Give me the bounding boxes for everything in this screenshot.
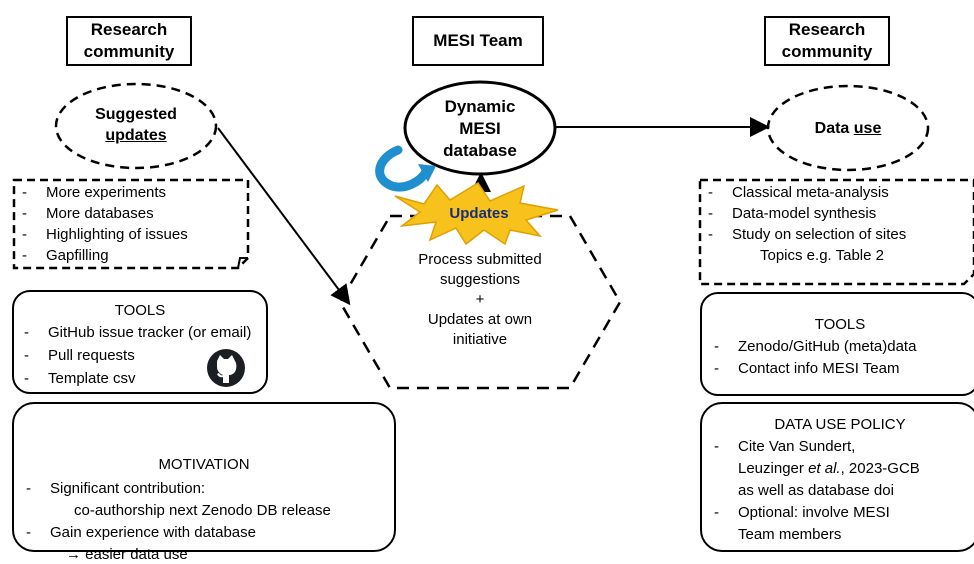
- list-item: -Zenodo/GitHub (meta)data: [714, 338, 917, 355]
- database-line3: database: [443, 141, 517, 160]
- list-item: -Gain experience with database: [26, 524, 256, 541]
- list-item: -Cite Van Sundert,: [714, 438, 856, 455]
- cycle-arrow: [375, 145, 431, 192]
- updates-label: Updates: [449, 205, 508, 222]
- list-item: -More databases: [22, 205, 154, 222]
- database-text: Dynamic MESI database: [420, 96, 540, 162]
- center-header-label: MESI Team: [433, 31, 523, 50]
- list-item: -More experiments: [22, 184, 167, 201]
- list-item: -Data-model synthesis: [708, 205, 877, 222]
- updates-word: updates: [105, 127, 167, 144]
- motivation-subline-2: → easier data use: [66, 546, 188, 563]
- list-item: -Gapfilling: [22, 247, 109, 264]
- policy-doi-line: as well as database doi: [738, 482, 894, 499]
- right-tools-box: TOOLS -Zenodo/GitHub (meta)data -Contact…: [700, 292, 974, 396]
- process-line2: suggestions: [439, 271, 521, 288]
- right-list-box: [698, 178, 974, 286]
- motivation-title: MOTIVATION: [158, 456, 250, 473]
- right-tools-title: TOOLS: [814, 316, 866, 333]
- list-item: -Contact info MESI Team: [714, 360, 900, 377]
- policy-box: DATA USE POLICY -Cite Van Sundert, Leuzi…: [700, 402, 974, 552]
- process-line1: Process submitted: [418, 251, 542, 268]
- left-header-box: Research community: [66, 16, 192, 66]
- list-item: -Template csv: [24, 370, 136, 387]
- list-subitem: Topics e.g. Table 2: [760, 247, 884, 264]
- data-use-text: Data use: [778, 118, 918, 139]
- diagram-canvas: Updates: [12, 80, 974, 390]
- list-item: -Study on selection of sites: [708, 226, 907, 243]
- right-header-box: Research community: [764, 16, 890, 66]
- list-item: -Optional: involve MESI: [714, 504, 890, 521]
- left-header-line1: Research: [90, 20, 168, 39]
- github-icon: [207, 349, 245, 387]
- left-tools-box: TOOLS -GitHub issue tracker (or email) -…: [12, 290, 268, 394]
- right-header-line1: Research: [788, 20, 866, 39]
- list-item: -Highlighting of issues: [22, 226, 188, 243]
- motivation-box: MOTIVATION -Significant contribution: co…: [12, 402, 396, 563]
- database-line1: Dynamic: [444, 97, 516, 116]
- process-line5: initiative: [452, 331, 508, 348]
- right-header-line2: community: [781, 42, 873, 61]
- center-header-box: MESI Team: [412, 16, 544, 66]
- data-word: Data: [814, 120, 854, 137]
- database-line2: MESI: [459, 119, 501, 138]
- left-list-box: [12, 178, 250, 270]
- motivation-subline: co-authorship next Zenodo DB release: [74, 502, 331, 519]
- policy-title: DATA USE POLICY: [774, 416, 906, 433]
- list-item: -GitHub issue tracker (or email): [24, 324, 252, 341]
- use-word: use: [853, 120, 882, 137]
- suggestion-arrow: [217, 127, 351, 306]
- left-header-line2: community: [83, 42, 175, 61]
- list-item: -Pull requests: [24, 347, 135, 364]
- policy-citation: Leuzinger et al., 2023-GCB: [738, 460, 920, 477]
- suggested-word: Suggested: [95, 106, 177, 123]
- left-tools-title: TOOLS: [114, 302, 166, 319]
- process-hexagon: [338, 214, 622, 390]
- process-line4: Updates at own: [427, 311, 533, 328]
- list-item: -Significant contribution:: [26, 480, 206, 497]
- process-text: Process submitted suggestions + Updates …: [380, 250, 580, 350]
- list-item: -Classical meta-analysis: [708, 184, 889, 201]
- policy-team-line: Team members: [738, 526, 842, 543]
- updates-burst: [394, 181, 559, 246]
- process-line3: +: [475, 291, 485, 308]
- suggested-updates-ellipse: [54, 82, 218, 170]
- suggested-updates-text: Suggested updates: [66, 104, 206, 146]
